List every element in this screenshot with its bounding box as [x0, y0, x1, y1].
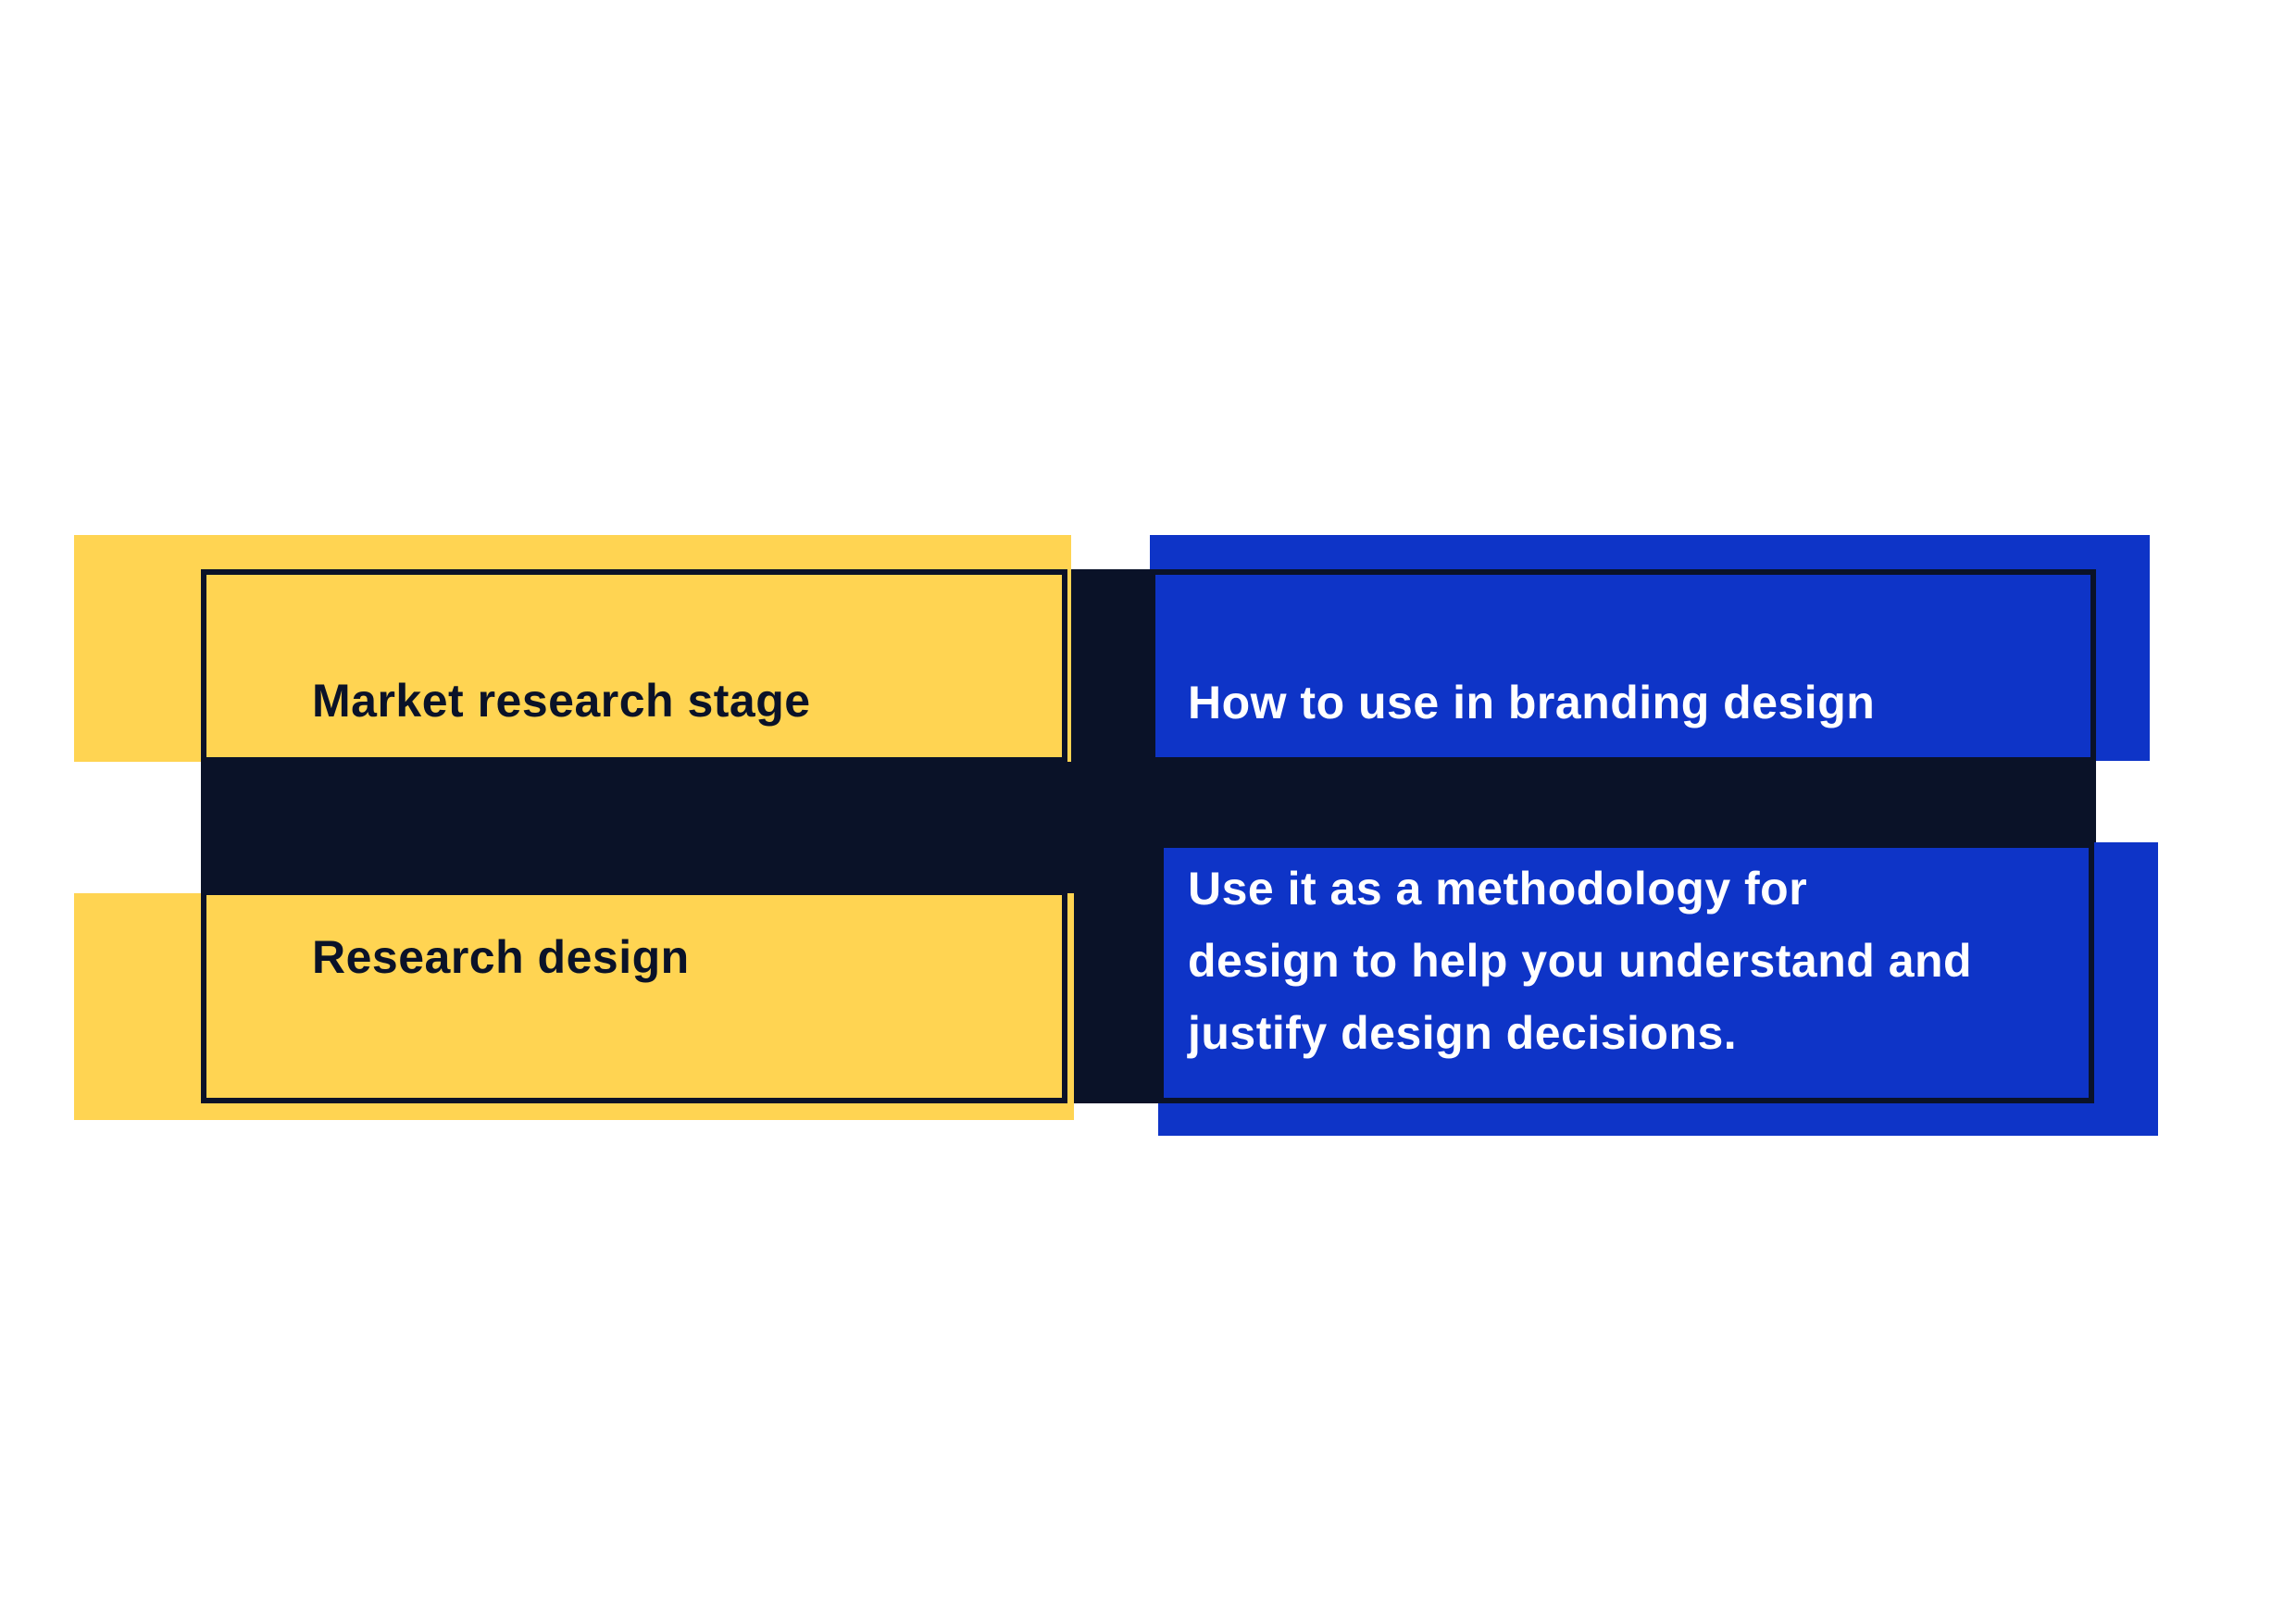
cell-how-to-use-in-branding-design: How to use in branding design: [1150, 569, 2096, 763]
description-line-1: Use it as a methodology for: [1188, 863, 1808, 915]
description-line-2: design to help you understand and: [1188, 935, 1973, 987]
cell-market-research-stage: Market research stage: [201, 569, 1067, 763]
cell-label: Research design: [312, 931, 690, 983]
description-line-3: justify design decisions.: [1188, 1007, 1738, 1059]
cell-label: Market research stage: [312, 675, 811, 727]
cell-research-design: Research design: [201, 890, 1067, 1103]
cell-label: How to use in branding design: [1188, 677, 1876, 728]
cell-usage-description: Use it as a methodology for design to he…: [1158, 842, 2094, 1103]
